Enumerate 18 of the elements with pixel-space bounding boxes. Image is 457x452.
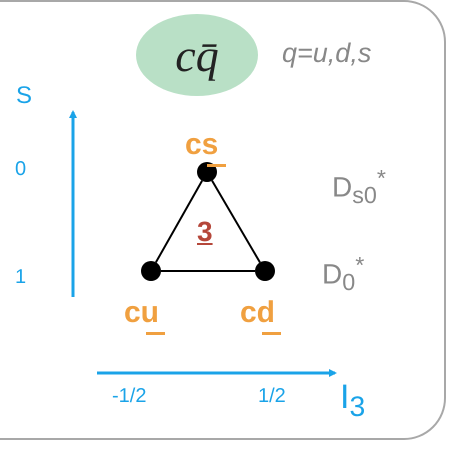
label-text: -1/2	[112, 385, 146, 408]
label-text: S	[16, 82, 32, 110]
quark-label: cu	[124, 296, 160, 330]
label-text: I$_{3}$	[340, 378, 366, 424]
triangle-edge	[161, 270, 255, 272]
vertex-dot	[255, 261, 275, 281]
quark-label: cs	[185, 128, 218, 162]
vertex-dot	[197, 162, 217, 182]
label-text: 1	[15, 266, 26, 289]
triangle-edge	[155, 180, 203, 263]
label-text: q=u,d,s	[282, 38, 372, 69]
vertex-dot	[141, 261, 161, 281]
label-text: 3	[197, 216, 213, 248]
label-text: 0	[15, 158, 26, 181]
label-text: 1/2	[258, 385, 286, 408]
quark-label: cd	[240, 296, 276, 330]
triangle-edge	[211, 180, 261, 263]
title-text: cq̄	[175, 28, 219, 82]
